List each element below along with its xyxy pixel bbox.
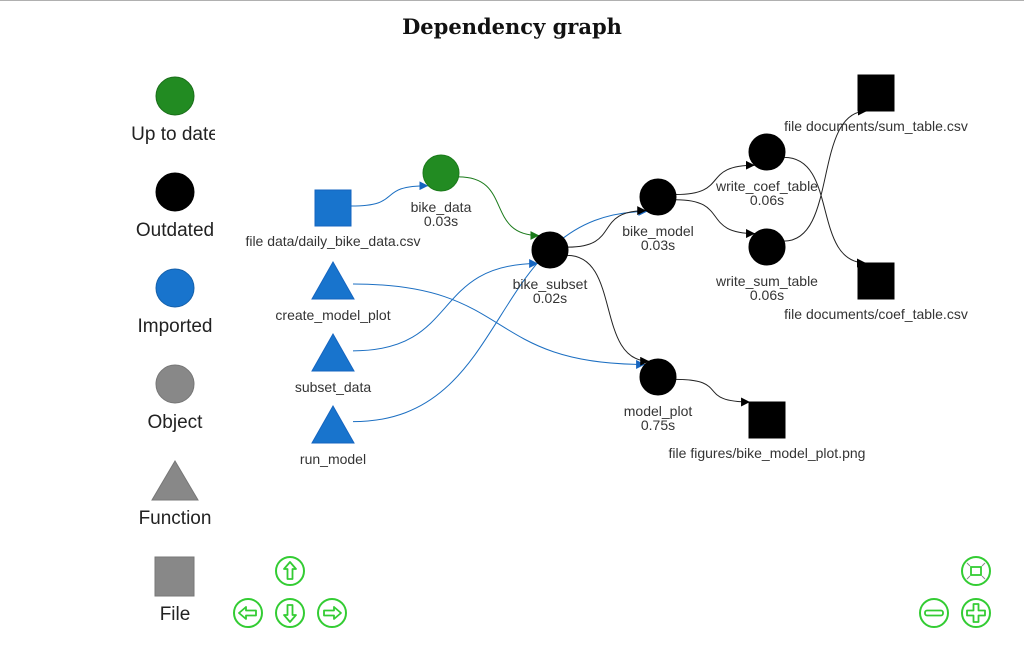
edge-bike_subset-to-bike_model bbox=[567, 206, 647, 248]
edge-bike_model-to-write_sum_table bbox=[675, 199, 756, 239]
edge-create_model_plot-to-model_plot bbox=[352, 283, 646, 369]
node-build-time: 0.03s bbox=[424, 213, 458, 229]
edges bbox=[350, 106, 867, 423]
circle-up-to-date-icon bbox=[422, 154, 460, 192]
edge-model_plot-to-file_plot bbox=[675, 378, 751, 407]
top-border bbox=[0, 0, 1024, 1]
node-label: bike_data bbox=[411, 199, 472, 215]
circle-outdated-icon bbox=[531, 231, 569, 269]
node-file-coef[interactable]: file documents/coef_table.csv bbox=[784, 262, 968, 322]
square-outdated-icon bbox=[857, 262, 895, 300]
node-label: write_coef_table bbox=[715, 178, 818, 194]
arrow-down-icon bbox=[283, 604, 297, 623]
legend-up-to-date-icon bbox=[155, 76, 195, 116]
node-label: bike_subset bbox=[513, 276, 588, 292]
legend-label-outdated: Outdated bbox=[135, 220, 215, 241]
node-file-daily[interactable]: file data/daily_bike_data.csv bbox=[245, 189, 421, 249]
node-label: file documents/coef_table.csv bbox=[784, 306, 968, 322]
node-build-time: 0.06s bbox=[750, 287, 784, 303]
legend-file-icon bbox=[154, 556, 195, 597]
nav-right-button[interactable] bbox=[317, 598, 347, 628]
nodes: file data/daily_bike_data.csv create_mode… bbox=[245, 74, 968, 467]
node-label: write_sum_table bbox=[715, 273, 818, 289]
node-build-time: 0.75s bbox=[641, 417, 675, 433]
edge-bike_data-to-bike_subset bbox=[458, 176, 540, 240]
edge-write_sum_table-to-file_sum bbox=[784, 106, 867, 242]
node-build-time: 0.02s bbox=[533, 290, 567, 306]
legend-label-imported: Imported bbox=[137, 316, 213, 337]
edge-file_daily-to-bike_data bbox=[350, 181, 429, 207]
legend-function-icon bbox=[151, 460, 199, 501]
edge-bike_subset-to-model_plot bbox=[567, 254, 650, 366]
square-imported-icon bbox=[314, 189, 352, 227]
node-file-sum[interactable]: file documents/sum_table.csv bbox=[784, 74, 968, 134]
zoom-out-icon bbox=[924, 609, 944, 617]
triangle-imported-icon bbox=[311, 260, 355, 300]
legend-shapes bbox=[151, 76, 199, 597]
legend-label-up-to-date: Up to date bbox=[131, 124, 215, 145]
nav-down-button[interactable] bbox=[275, 598, 305, 628]
node-build-time: 0.06s bbox=[750, 192, 784, 208]
node-label: run_model bbox=[300, 451, 366, 467]
zoom-out-button[interactable] bbox=[919, 598, 949, 628]
legend-object-icon bbox=[155, 364, 195, 404]
arrow-up-icon bbox=[283, 561, 297, 580]
circle-outdated-icon bbox=[639, 178, 677, 216]
node-label: create_model_plot bbox=[275, 307, 390, 323]
arrow-left-icon bbox=[238, 606, 257, 620]
legend-imported-icon bbox=[155, 268, 195, 308]
legend-label-file: File bbox=[159, 604, 191, 625]
node-run-model[interactable]: run_model bbox=[300, 404, 366, 467]
legend-outdated-icon bbox=[155, 172, 195, 212]
zoom-extends-button[interactable] bbox=[961, 556, 991, 586]
circle-outdated-icon bbox=[748, 228, 786, 266]
nav-left-button[interactable] bbox=[233, 598, 263, 628]
circle-outdated-icon bbox=[639, 358, 677, 396]
nav-up-button[interactable] bbox=[275, 556, 305, 586]
zoom-in-icon bbox=[966, 603, 986, 623]
node-label: file data/daily_bike_data.csv bbox=[245, 233, 420, 249]
node-build-time: 0.03s bbox=[641, 237, 675, 253]
node-label: file figures/bike_model_plot.png bbox=[669, 445, 866, 461]
square-outdated-icon bbox=[857, 74, 895, 112]
page-title: Dependency graph bbox=[402, 14, 622, 39]
legend-label-object: Object bbox=[147, 412, 203, 433]
triangle-imported-icon bbox=[311, 404, 355, 444]
edge-write_coef_table-to-file_coef bbox=[784, 156, 866, 268]
zoom-extends-icon bbox=[966, 562, 986, 580]
node-create-model-plot[interactable]: create_model_plot bbox=[275, 260, 391, 323]
zoom-in-button[interactable] bbox=[961, 598, 991, 628]
edge-subset_data-to-bike_subset bbox=[352, 259, 539, 352]
legend: Up to date Outdated Imported Object Func… bbox=[0, 0, 215, 653]
circle-outdated-icon bbox=[748, 133, 786, 171]
square-outdated-icon bbox=[748, 401, 786, 439]
node-subset-data[interactable]: subset_data bbox=[295, 332, 371, 395]
edge-run_model-to-bike_model bbox=[352, 206, 648, 423]
legend-label-function: Function bbox=[138, 508, 212, 529]
node-file-plot[interactable]: file figures/bike_model_plot.png bbox=[669, 401, 866, 461]
triangle-imported-icon bbox=[311, 332, 355, 372]
node-label: subset_data bbox=[295, 379, 371, 395]
node-label: model_plot bbox=[624, 403, 693, 419]
node-label: file documents/sum_table.csv bbox=[784, 118, 968, 134]
node-label: bike_model bbox=[622, 223, 694, 239]
arrow-right-icon bbox=[323, 606, 342, 620]
edge-bike_model-to-write_coef_table bbox=[675, 160, 755, 196]
